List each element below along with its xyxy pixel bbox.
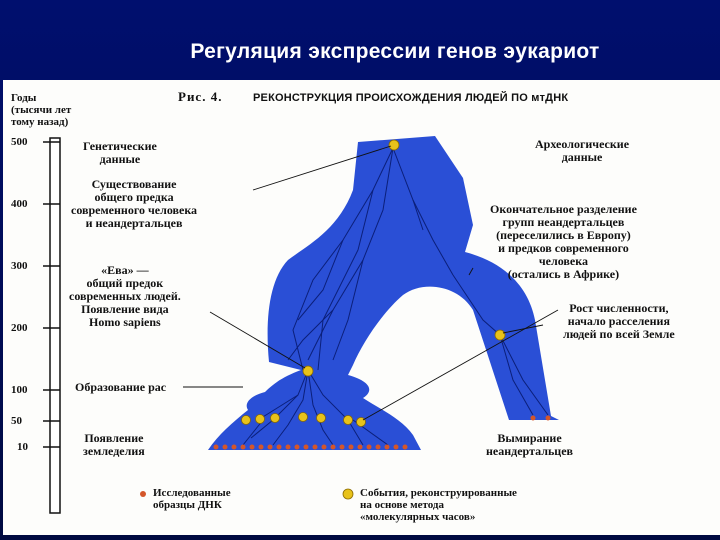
label-common-ancestor: Существование общего предка современного… bbox=[71, 177, 198, 230]
leader-lines bbox=[183, 145, 559, 421]
time-axis bbox=[49, 137, 61, 514]
tick-400: 400 bbox=[11, 198, 28, 210]
legend-dna-marker bbox=[140, 491, 146, 497]
label-agriculture: Появление земледелия bbox=[83, 431, 145, 458]
tick-500: 500 bbox=[11, 136, 28, 148]
dna-sample-dots bbox=[213, 415, 551, 450]
tick-200: 200 bbox=[11, 322, 28, 334]
label-population-growth: Рост численности, начало расселения люде… bbox=[563, 301, 675, 341]
tick-100: 100 bbox=[11, 384, 28, 396]
tree-shape bbox=[208, 136, 559, 450]
legend-event-marker bbox=[342, 488, 354, 500]
tick-50: 50 bbox=[11, 415, 22, 427]
tick-10: 10 bbox=[17, 441, 28, 453]
slide-title: Регуляция экспрессии генов эукариот bbox=[190, 40, 600, 63]
label-neanderthal-extinction: Вымирание неандертальцев bbox=[486, 431, 574, 458]
label-eve: «Ева» — общий предок современных людей. … bbox=[69, 263, 181, 329]
figure-title: РЕКОНСТРУКЦИЯ ПРОИСХОЖДЕНИЯ ЛЮДЕЙ ПО мтД… bbox=[253, 92, 569, 104]
figure-panel: Рис. 4. РЕКОНСТРУКЦИЯ ПРОИСХОЖДЕНИЯ ЛЮДЕ… bbox=[3, 80, 720, 535]
label-archaeological-data: Археологические данные bbox=[535, 137, 630, 164]
label-final-separation: Окончательное разделение групп неандерта… bbox=[490, 202, 637, 281]
legend-events: События, реконструированные на основе ме… bbox=[360, 487, 517, 523]
label-races: Образование рас bbox=[75, 380, 167, 394]
figure-number: Рис. 4. bbox=[178, 89, 223, 104]
event-dots bbox=[241, 139, 506, 427]
axis-ticks bbox=[43, 141, 60, 448]
mtdna-tree-diagram bbox=[43, 136, 559, 514]
label-genetic-data: Генетические данные bbox=[83, 139, 157, 166]
tree-branches bbox=[242, 147, 549, 446]
axis-title: Годы (тысячи лет тому назад) bbox=[11, 92, 72, 128]
legend-dna-samples: Исследованные образцы ДНК bbox=[153, 487, 231, 511]
tick-300: 300 bbox=[11, 260, 28, 272]
